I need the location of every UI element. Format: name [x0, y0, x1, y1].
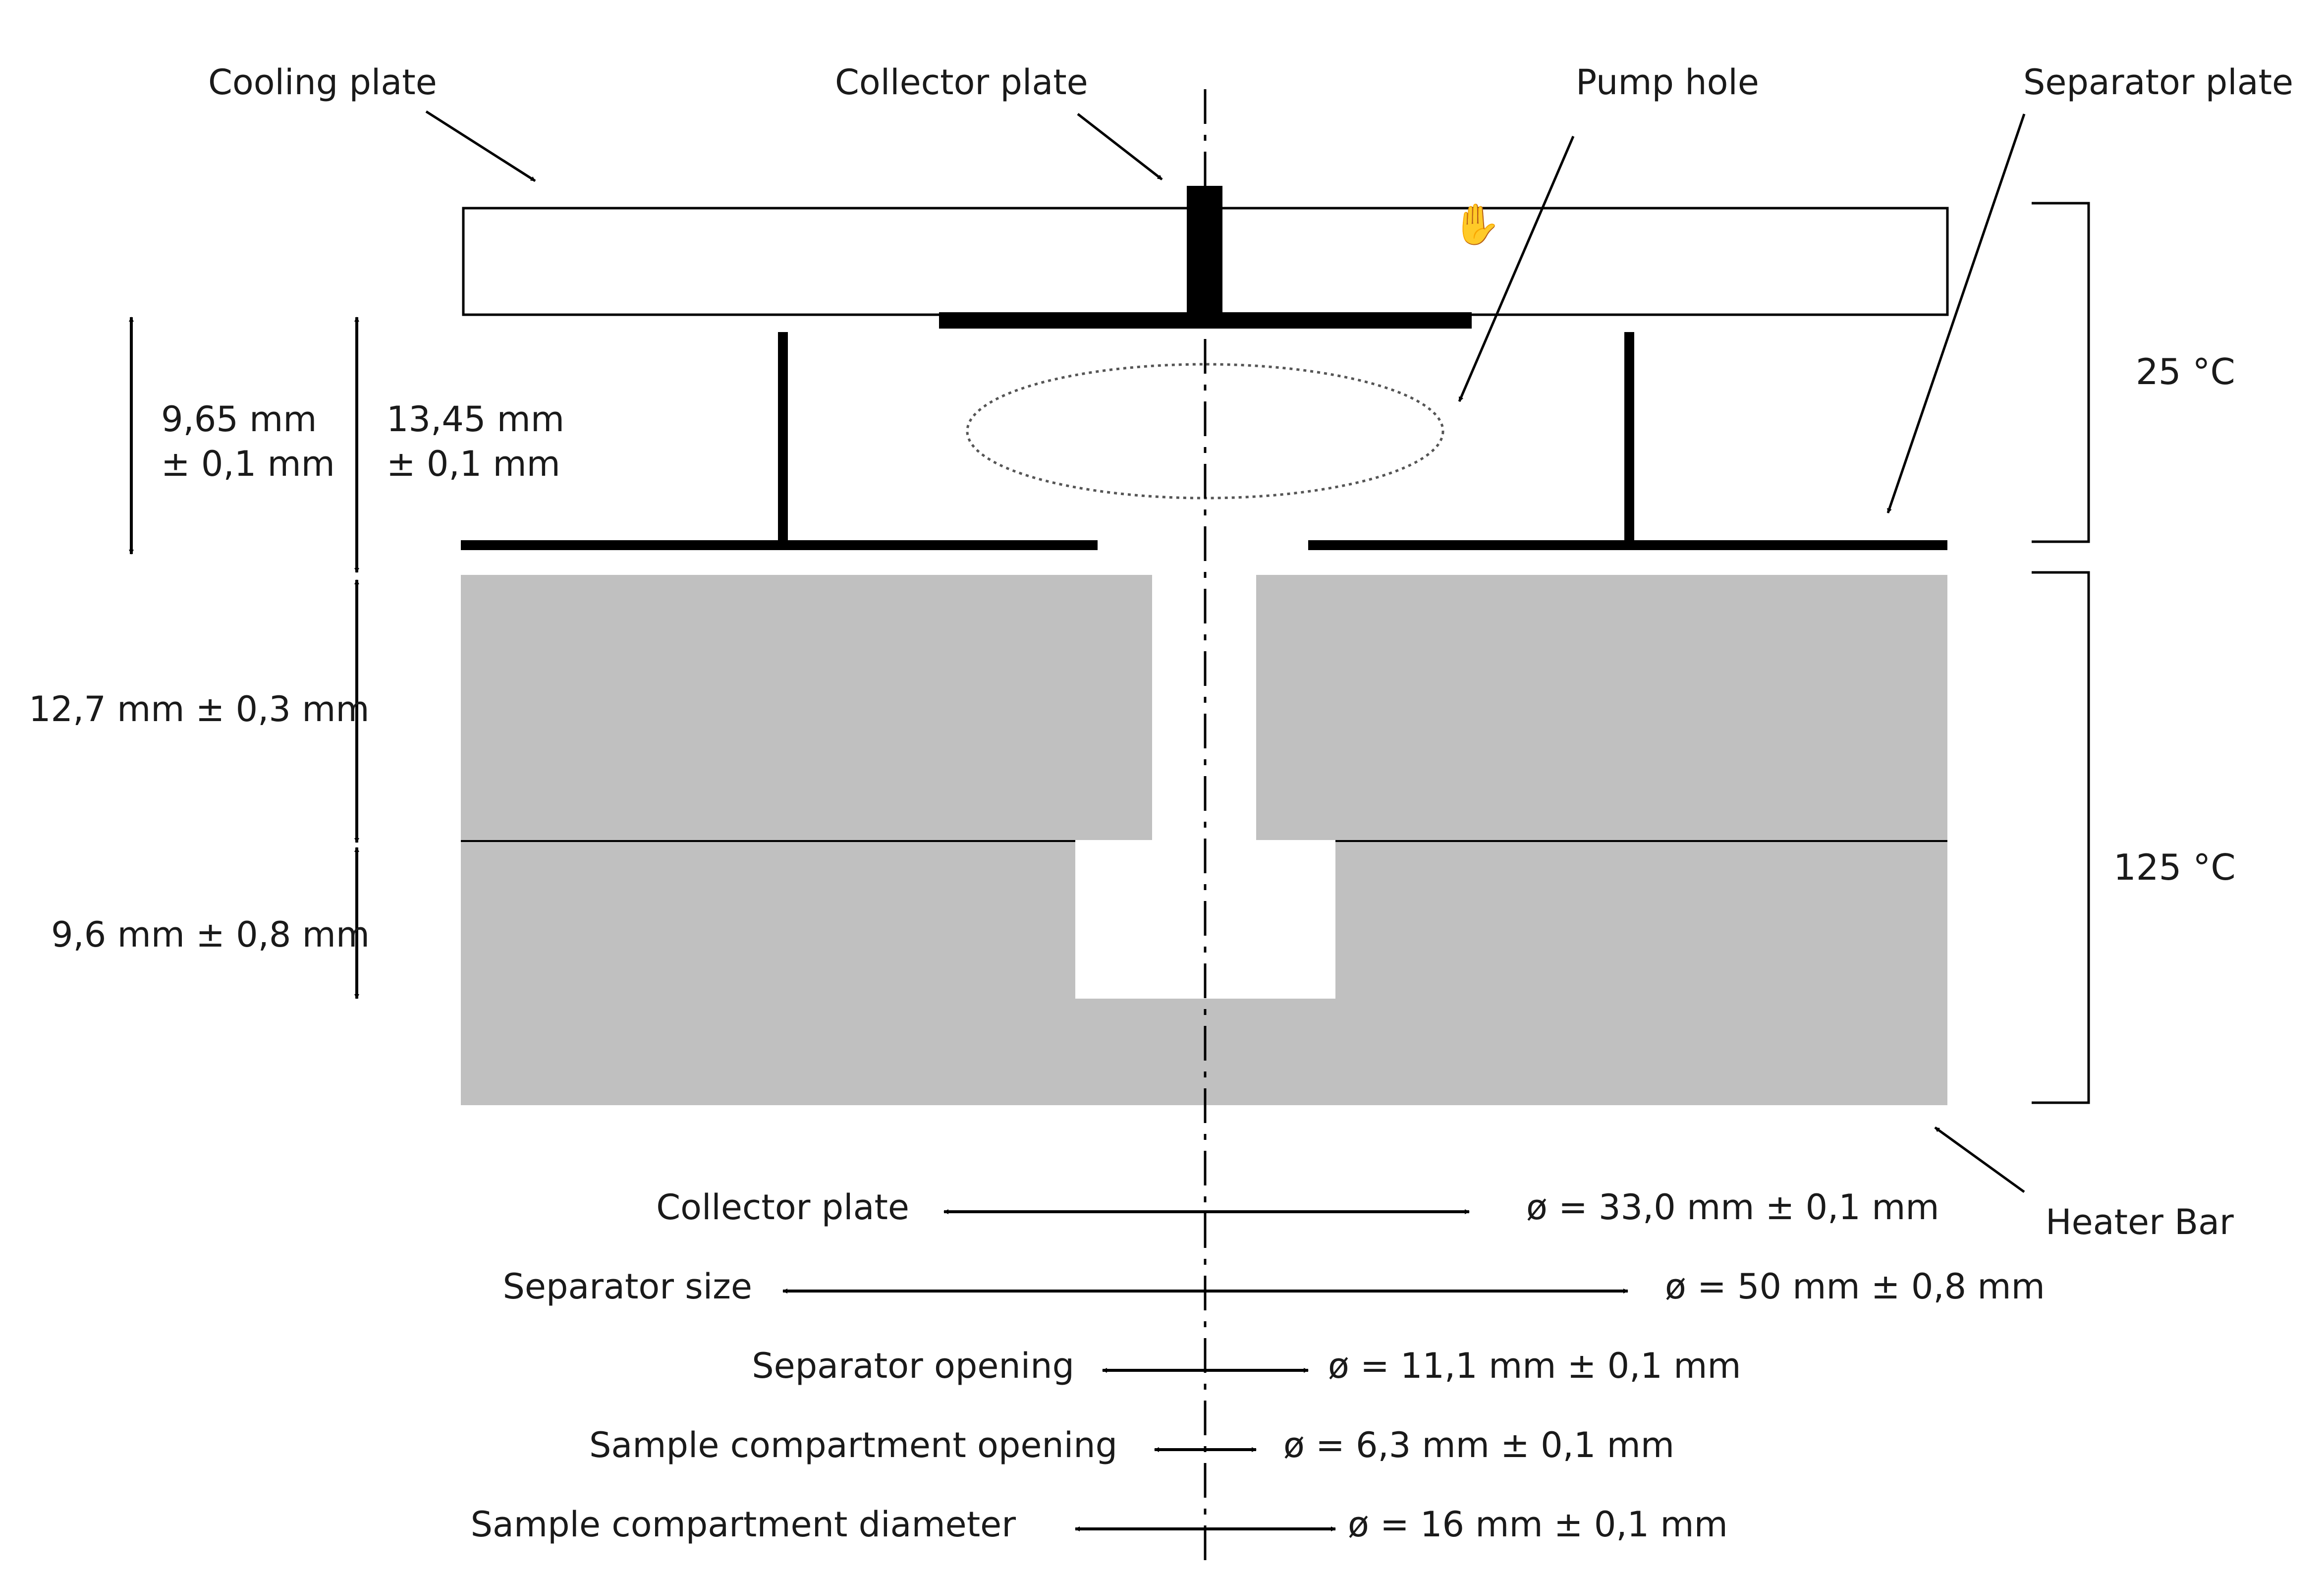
label-separator-plate: Separator plate: [2023, 62, 2293, 103]
label-heater-bar: Heater Bar: [2046, 1202, 2234, 1242]
hdim-value-3: ø = 6,3 mm ± 0,1 mm: [1283, 1425, 1674, 1465]
separator-plate-shape: [461, 332, 1947, 550]
temp-bottom: 125 °C: [2113, 846, 2236, 888]
label-pump-hole: Pump hole: [1576, 62, 1759, 103]
bracket-bottom: [2032, 571, 2090, 1104]
pump-hole-pointer: [1458, 136, 1575, 402]
bracket-top: [2032, 202, 2090, 543]
hdim-label-2: Separator opening: [752, 1346, 1074, 1386]
label-collector-plate: Collector plate: [835, 62, 1088, 103]
hdim-label-1: Separator size: [502, 1266, 752, 1307]
hdim-label-3: Sample compartment opening: [589, 1425, 1117, 1465]
dim-12-7-label: 12,7 mm ± 0,3 mm: [29, 689, 370, 730]
heater-upper-right: [1256, 575, 1947, 840]
dim-9-65-line2: ± 0,1 mm: [161, 444, 335, 484]
collector-plate-pointer: [1077, 113, 1163, 180]
temp-top: 25 °C: [2136, 351, 2235, 393]
dim-13-45-line2: ± 0,1 mm: [387, 444, 560, 484]
hdim-value-2: ø = 11,1 mm ± 0,1 mm: [1328, 1346, 1741, 1386]
hand-cursor-icon: ✋: [1452, 201, 1501, 247]
cooling-plate-pointer: [425, 110, 536, 182]
separator-plate-pointer: [1886, 113, 2026, 513]
hdim-value-1: ø = 50 mm ± 0,8 mm: [1665, 1266, 2045, 1307]
heater-upper-left: [461, 575, 1152, 840]
dim-9-6-label: 9,6 mm ± 0,8 mm: [51, 914, 370, 955]
hdim-value-4: ø = 16 mm ± 0,1 mm: [1348, 1504, 1728, 1545]
hdim-value-0: ø = 33,0 mm ± 0,1 mm: [1526, 1187, 1939, 1228]
heater-bar-pointer: [1934, 1126, 2025, 1193]
hdim-label-4: Sample compartment diameter: [471, 1504, 1016, 1545]
hdim-label-0: Collector plate: [656, 1187, 909, 1228]
label-cooling-plate: Cooling plate: [208, 62, 437, 103]
dim-9-65-line1: 9,65 mm: [161, 399, 317, 440]
dim-13-45-line1: 13,45 mm: [387, 399, 564, 440]
